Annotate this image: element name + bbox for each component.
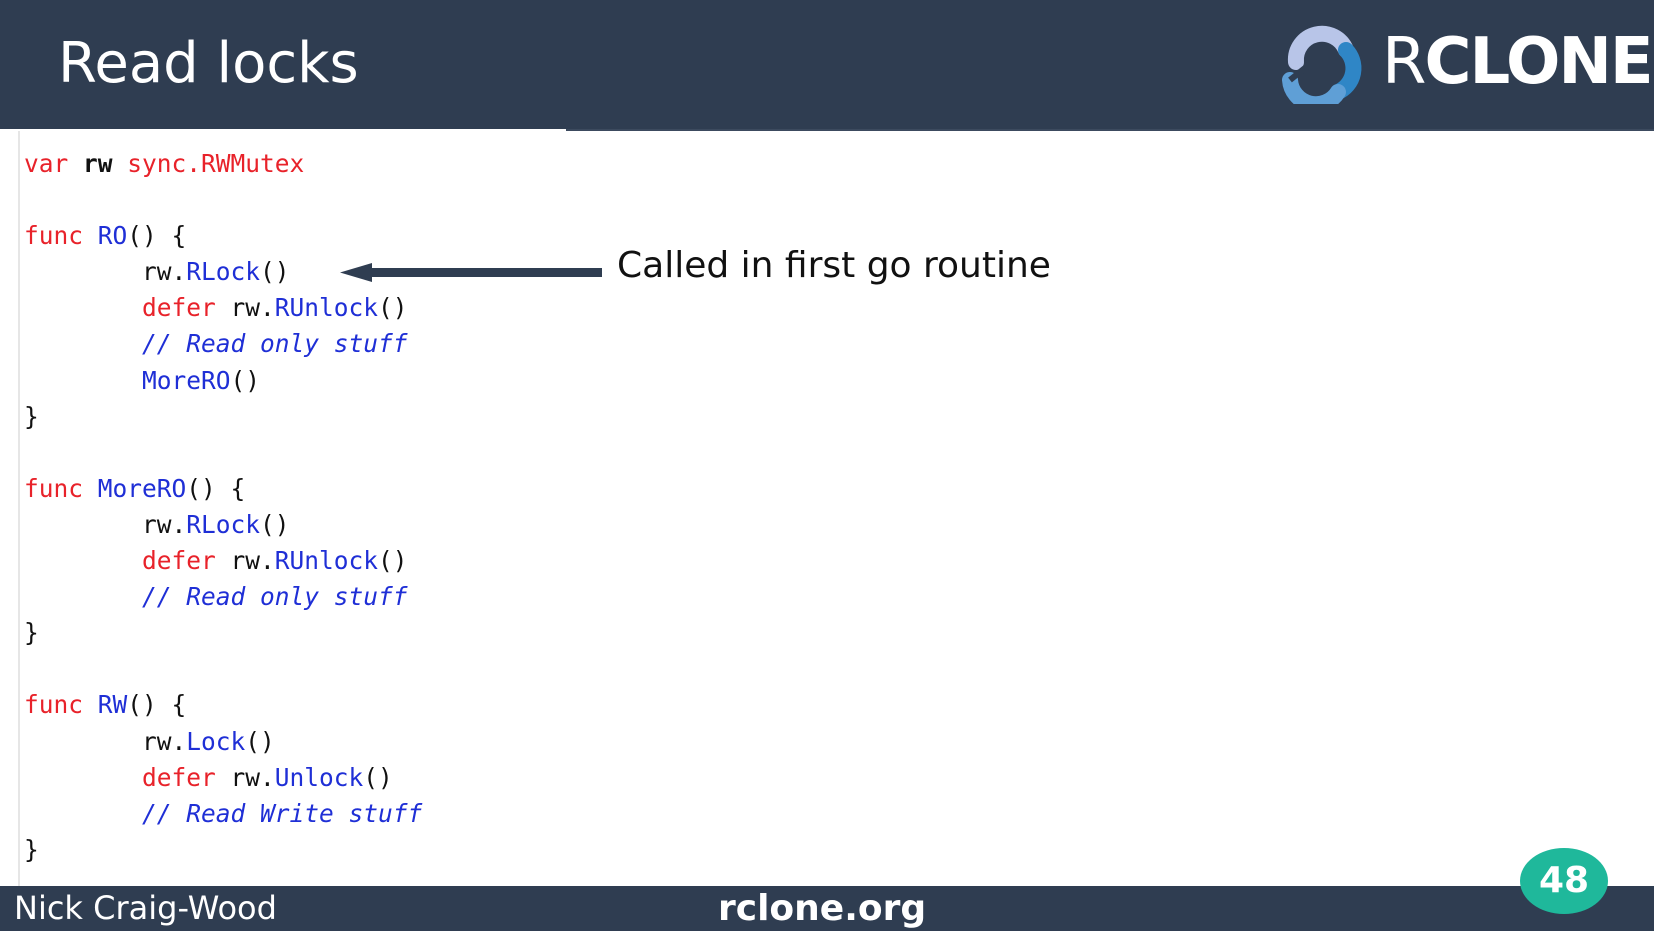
code-line-5: defer rw.RUnlock() — [24, 290, 422, 326]
code-token: () { — [127, 221, 187, 251]
code-token: rw — [83, 149, 113, 178]
header-divider — [566, 129, 1654, 131]
code-line-13: // Read only stuff — [24, 579, 422, 615]
code-line-4: rw.RLock() — [24, 254, 422, 290]
code-line-7: MoreRO() — [24, 363, 422, 399]
code-line-2 — [24, 182, 422, 218]
code-token: defer — [24, 293, 216, 323]
code-token — [24, 366, 142, 395]
code-token: defer — [24, 762, 216, 792]
code-comment: // Read Write stuff — [24, 798, 423, 828]
code-line-18: defer rw.Unlock() — [24, 760, 422, 796]
code-token: rw. — [215, 762, 275, 792]
code-comment: // Read only stuff — [24, 329, 408, 359]
code-token: MoreRO — [142, 365, 231, 395]
code-line-19: // Read Write stuff — [24, 796, 422, 832]
code-line-15 — [24, 651, 422, 687]
code-line-16: func RW() { — [24, 687, 422, 723]
code-token: () — [230, 365, 261, 395]
code-comment: // Read only stuff — [24, 582, 408, 612]
code-line-11: rw.RLock() — [24, 507, 422, 543]
code-token: RLock — [186, 257, 261, 287]
code-token: RUnlock — [274, 546, 379, 576]
code-line-12: defer rw.RUnlock() — [24, 543, 422, 579]
code-line-17: rw.Lock() — [24, 724, 422, 760]
code-token: Unlock — [274, 762, 364, 792]
code-token: () — [363, 762, 393, 792]
code-token: func — [24, 221, 98, 251]
code-line-1: var rw sync.RWMutex — [24, 146, 422, 182]
code-token: defer — [24, 546, 216, 576]
site-url: rclone.org — [718, 888, 927, 929]
logo-wordmark-r: R — [1382, 25, 1426, 99]
code-token: () — [260, 257, 290, 287]
code-token: () { — [127, 690, 187, 720]
code-token: } — [24, 401, 39, 431]
code-token: } — [24, 618, 39, 648]
code-token: rw. — [24, 257, 187, 287]
slide-title: Read locks — [58, 31, 359, 96]
code-token: rw. — [215, 546, 275, 576]
slide-header: Read locks RCLONE — [0, 0, 1654, 129]
code-token: rw. — [215, 293, 275, 323]
code-token: func — [24, 473, 98, 503]
code-token: () — [378, 293, 408, 323]
code-token: RW — [97, 690, 128, 720]
logo-wordmark-rest: CLONE — [1424, 25, 1653, 99]
code-line-8: } — [24, 399, 422, 435]
code-token: RUnlock — [274, 293, 379, 323]
code-gutter — [18, 131, 20, 886]
code-token: Lock — [186, 726, 246, 756]
logo-wordmark: RCLONE — [1382, 22, 1654, 102]
code-line-20: } — [24, 832, 422, 868]
code-token: rw. — [24, 726, 187, 756]
code-token: () — [378, 546, 408, 576]
code-token: } — [24, 834, 39, 864]
code-token: MoreRO — [97, 473, 187, 503]
code-line-10: func MoreRO() { — [24, 471, 422, 507]
author-name: Nick Craig-Wood — [14, 889, 277, 927]
code-token: var — [24, 149, 84, 178]
code-token: () { — [186, 473, 246, 503]
code-token: sync.RWMutex — [112, 149, 305, 178]
code-line-6: // Read only stuff — [24, 326, 422, 362]
code-token: () — [260, 509, 290, 539]
left-arrow-icon — [340, 263, 602, 282]
rclone-logo-icon — [1282, 25, 1362, 104]
rclone-logo: RCLONE — [1276, 18, 1654, 104]
code-token: RLock — [186, 509, 261, 539]
page-number-badge: 48 — [1520, 848, 1608, 914]
code-line-9 — [24, 435, 422, 471]
arrow-annotation: Called in first go routine — [617, 245, 1051, 286]
code-line-14: } — [24, 615, 422, 651]
code-token: rw. — [24, 509, 187, 539]
code-token: func — [24, 690, 98, 720]
code-line-3: func RO() { — [24, 218, 422, 254]
code-token: () — [245, 726, 275, 756]
slide-footer: Nick Craig-Wood rclone.org — [0, 886, 1654, 931]
code-token: RO — [97, 221, 128, 251]
